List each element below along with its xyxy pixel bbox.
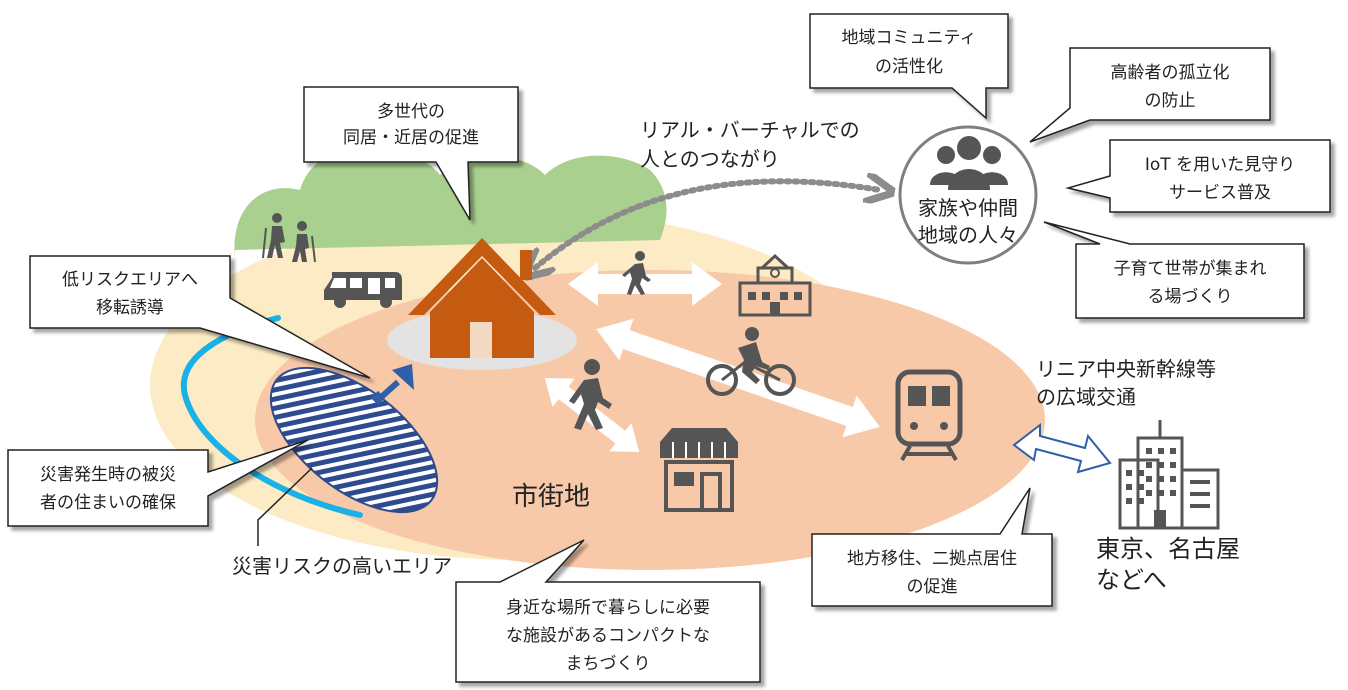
hikers-icon: [262, 213, 316, 263]
linear-shinkansen-line1: リニア中央新幹線等: [1036, 357, 1216, 381]
people-circle-line2: 地域の人々: [918, 223, 1018, 247]
callout-child-line1: 子育て世帯が集まれ: [1114, 259, 1267, 279]
callout-relocation-line2: の促進: [907, 577, 958, 597]
callout-community-line1: 地域コミュニティ: [842, 28, 977, 48]
arrow-house-school: [568, 262, 722, 306]
callout-relocation-line1: 地方移住、二拠点居住: [847, 549, 1017, 569]
callout-compact-line2: な施設があるコンパクトな: [506, 626, 710, 646]
high-risk-area-label: 災害リスクの高いエリア: [232, 554, 452, 578]
tokyo-nagoya-line1: 東京、名古屋: [1096, 535, 1240, 563]
linear-shinkansen-line2: の広域交通: [1036, 385, 1136, 409]
people-group-icon: [930, 136, 1008, 190]
callout-community-line2: の活性化: [875, 57, 943, 77]
walker-icon: [622, 251, 651, 295]
buildings-icon: [1118, 420, 1220, 530]
relocation-arrow-head: [392, 364, 414, 390]
callout-iot-line2: サービス普及: [1169, 183, 1271, 203]
high-risk-leader-line: [257, 467, 313, 546]
callout-disaster-housing: 災害発生時の被災 者の住まいの確保: [7, 439, 309, 527]
callout-disaster-line1: 災害発生時の被災: [40, 465, 176, 485]
callout-compact-line3: まちづくり: [566, 654, 651, 674]
callout-multi-generation-line1: 多世代の: [377, 102, 445, 122]
callout-iot-watch: IoT を用いた見守り サービス普及: [1065, 139, 1331, 213]
callout-elderly-isolation: 高齢者の孤立化 の防止: [1029, 47, 1271, 143]
cyclist-icon: [706, 327, 796, 396]
callout-elderly-line1: 高齢者の孤立化: [1111, 63, 1230, 83]
pedestrian-icon: [569, 359, 612, 430]
people-circle-line1: 家族や仲間: [918, 196, 1018, 220]
wide-area-transport-arrow: [1012, 422, 1112, 474]
callout-low-risk-relocation: 低リスクエリアへ 移転誘導: [29, 255, 371, 379]
arrow-house-train: [596, 318, 880, 438]
shop-icon: [660, 428, 738, 512]
callout-multi-generation-line2: 同居・近居の促進: [343, 128, 479, 148]
callout-relocation: 地方移住、二拠点居住 の促進: [811, 487, 1053, 607]
house-icon: [408, 238, 556, 358]
train-icon: [895, 369, 963, 461]
real-virtual-line2: 人とのつながり: [640, 147, 780, 171]
callout-low-risk-line2: 移転誘導: [96, 298, 164, 318]
school-icon: [738, 253, 812, 317]
callout-disaster-line2: 者の住まいの確保: [40, 493, 176, 513]
people-circle: 家族や仲間 地域の人々: [898, 125, 1038, 265]
high-risk-area-ellipse: [269, 366, 439, 514]
city-area-label: 市街地: [512, 482, 590, 512]
callout-elderly-line2: の防止: [1145, 91, 1196, 111]
callout-compact-line1: 身近な場所で暮らしに必要: [506, 598, 710, 618]
relocation-arrow-base: [370, 390, 386, 406]
callout-low-risk-line1: 低リスクエリアへ: [62, 270, 198, 290]
real-virtual-line1: リアル・バーチャルでの: [640, 118, 860, 142]
callout-iot-line1: IoT を用いた見守り: [1145, 155, 1295, 175]
tokyo-nagoya-line2: などへ: [1096, 566, 1167, 594]
callout-child-line2: る場づくり: [1148, 287, 1233, 307]
camper-van-icon: [324, 272, 402, 308]
virtual-connection-arrow: [535, 181, 880, 268]
callout-compact-town: 身近な場所で暮らしに必要 な施設があるコンパクトな まちづくり: [455, 539, 761, 683]
callout-child-rearing: 子育て世帯が集まれ る場づくり: [1043, 221, 1305, 319]
callout-multi-generation: 多世代の 同居・近居の促進: [303, 86, 519, 221]
callout-local-community: 地域コミュニティ の活性化: [809, 13, 1009, 120]
